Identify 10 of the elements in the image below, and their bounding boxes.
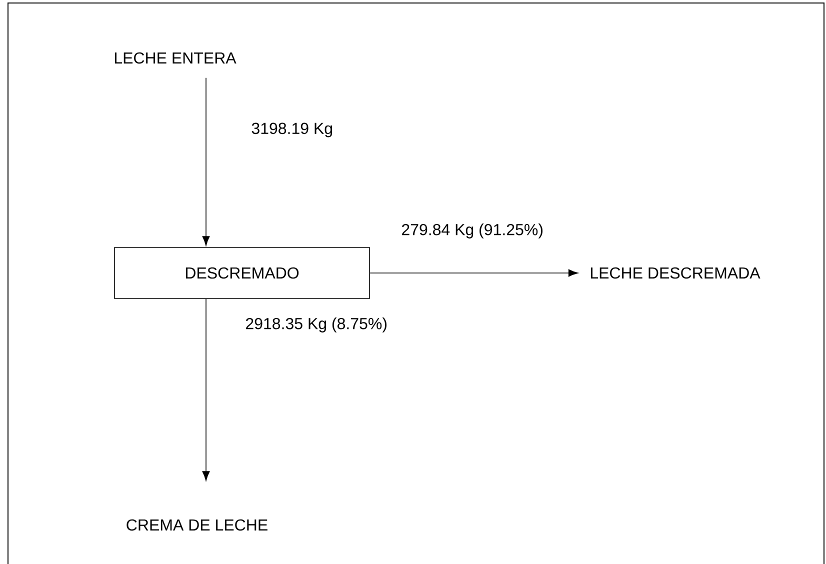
edge-label: 3198.19 Kg [252,122,332,138]
process-box: DESCREMADO [114,247,370,299]
stream-label: LECHE ENTERA [114,52,236,64]
arrow [370,269,578,277]
stream-label: LECHE DESCREMADA [590,267,760,279]
edge-label: 279.84 Kg (91.25%) [402,224,542,238]
stream-label: CREMA DE LECHE [126,519,268,531]
arrow [202,298,210,481]
edge-label: 2918.35 Kg (8.75%) [246,318,386,332]
arrow [202,77,210,246]
